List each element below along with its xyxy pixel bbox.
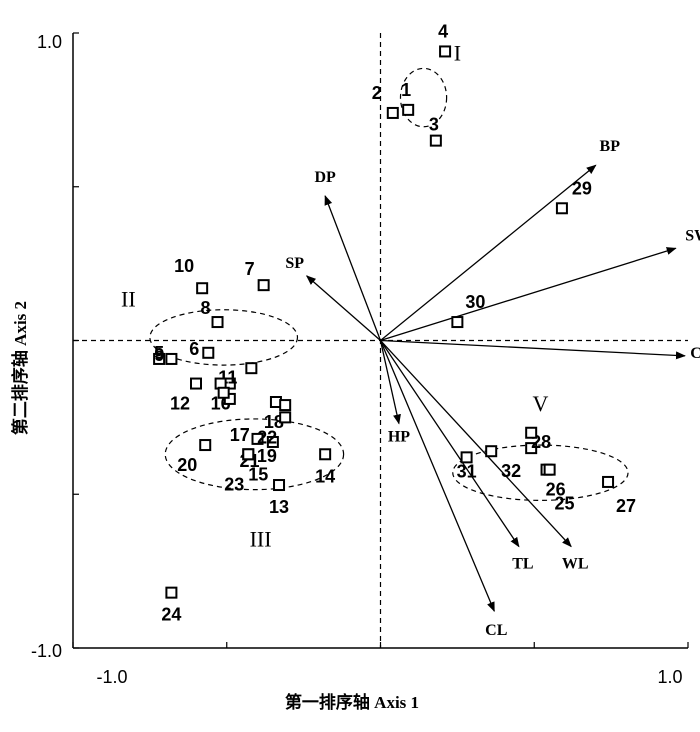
sample-point-label: 17	[230, 425, 250, 445]
sample-point-label: 22	[257, 427, 277, 447]
vector-arrow	[379, 340, 401, 425]
vector-label: HP	[388, 429, 410, 446]
sample-point-marker	[153, 352, 166, 365]
vector-arrow	[324, 195, 382, 341]
vector-label: CL	[485, 622, 507, 639]
sample-point-marker	[273, 479, 286, 492]
sample-point-marker	[242, 448, 255, 461]
sample-point-label: 19	[257, 446, 277, 466]
sample-point-marker	[460, 451, 473, 464]
sample-point-marker	[211, 316, 224, 329]
sample-point-marker	[279, 411, 292, 424]
sample-point-label: 23	[224, 474, 244, 494]
sample-point-marker	[165, 586, 178, 599]
sample-point-label: 8	[201, 298, 211, 318]
sample-point-marker	[251, 432, 264, 445]
sample-point-label: 27	[616, 496, 636, 516]
sample-point-label: 4	[438, 21, 448, 41]
sample-point-marker	[451, 316, 464, 329]
vector-arrow	[379, 340, 520, 548]
vector-label: SP	[285, 255, 304, 272]
group-label: II	[121, 287, 136, 312]
sample-point-label: 13	[269, 497, 289, 517]
sample-point-label: 30	[465, 292, 485, 312]
sample-point-marker	[257, 279, 270, 292]
sample-point-marker	[602, 475, 615, 488]
sample-point-marker	[429, 134, 442, 147]
sample-point-marker	[199, 439, 212, 452]
sample-point-marker	[485, 445, 498, 458]
sample-point-label: 32	[501, 461, 521, 481]
sample-point-label: 12	[170, 394, 190, 414]
vector-arrow	[305, 275, 381, 341]
group-ellipse	[164, 418, 345, 491]
vector-arrow	[380, 340, 572, 548]
sample-point-marker	[543, 463, 556, 476]
x-tick-label-right: 1.0	[657, 667, 682, 687]
sample-point-label: 18	[264, 412, 284, 432]
sample-point-marker	[439, 45, 452, 58]
sample-point-label: 3	[429, 115, 439, 135]
sample-point-label: 10	[174, 256, 194, 276]
x-tick-label-left: -1.0	[96, 667, 127, 687]
vector-label: SW	[685, 227, 700, 244]
sample-point-marker	[386, 106, 399, 119]
vector-arrow	[380, 164, 597, 342]
group-ellipse	[149, 309, 299, 366]
vector-label: TL	[512, 556, 533, 573]
vector-label: DP	[314, 169, 336, 186]
group-label: III	[250, 527, 272, 552]
sample-point-marker	[196, 282, 209, 295]
sample-point-label: 26	[546, 480, 566, 500]
sample-point-label: 9	[154, 345, 164, 365]
group-label: I	[454, 41, 461, 66]
sample-point-marker	[190, 377, 202, 390]
sample-point-label: 6	[189, 339, 199, 359]
vector-label: WL	[562, 556, 589, 573]
group-ellipse	[399, 67, 448, 128]
sample-point-marker	[555, 202, 568, 215]
group-ellipse	[452, 444, 629, 502]
vector-arrow	[380, 339, 686, 360]
sample-point-marker	[165, 352, 178, 365]
y-tick-label-bottom: -1.0	[31, 641, 62, 661]
sample-point-label: 5	[154, 343, 164, 363]
environment-vectors: BP SW CP DP SP HP TL WL CL	[285, 138, 700, 639]
sample-point-marker	[217, 386, 230, 399]
sample-point-marker	[525, 426, 538, 439]
y-axis-title: 第二排序轴 Axis 2	[10, 301, 30, 435]
sample-point-marker	[223, 392, 236, 405]
sample-point-label: 31	[457, 461, 477, 481]
vector-arrow	[380, 247, 677, 342]
sample-point-label: 7	[245, 259, 255, 279]
vector-label: CP	[690, 345, 700, 362]
sample-point-label: 24	[161, 605, 181, 625]
vector-label: BP	[600, 138, 621, 155]
axis-labels: 1.0 -1.0 -1.0 1.0 第一排序轴 Axis 1 第二排序轴 Axi…	[10, 32, 683, 712]
sample-point-marker	[319, 448, 332, 461]
sample-point-marker	[279, 399, 292, 412]
sample-point-marker	[266, 435, 279, 448]
group-label: V	[532, 391, 548, 416]
sample-point-marker	[402, 103, 415, 116]
x-axis-title: 第一排序轴 Axis 1	[285, 692, 419, 712]
sample-point-label: 25	[555, 494, 575, 514]
sample-point-marker	[525, 442, 538, 455]
sample-point-label: 15	[248, 464, 268, 484]
sample-point-marker	[202, 346, 215, 359]
y-tick-label-top: 1.0	[37, 32, 62, 52]
sample-point-marker	[245, 362, 258, 375]
sample-point-label: 1	[401, 80, 411, 100]
sample-point-label: 20	[177, 455, 197, 475]
vector-arrow	[379, 340, 495, 613]
sample-point-label: 14	[315, 466, 335, 486]
sample-point-label: 29	[572, 178, 592, 198]
sample-point-label: 2	[372, 83, 382, 103]
